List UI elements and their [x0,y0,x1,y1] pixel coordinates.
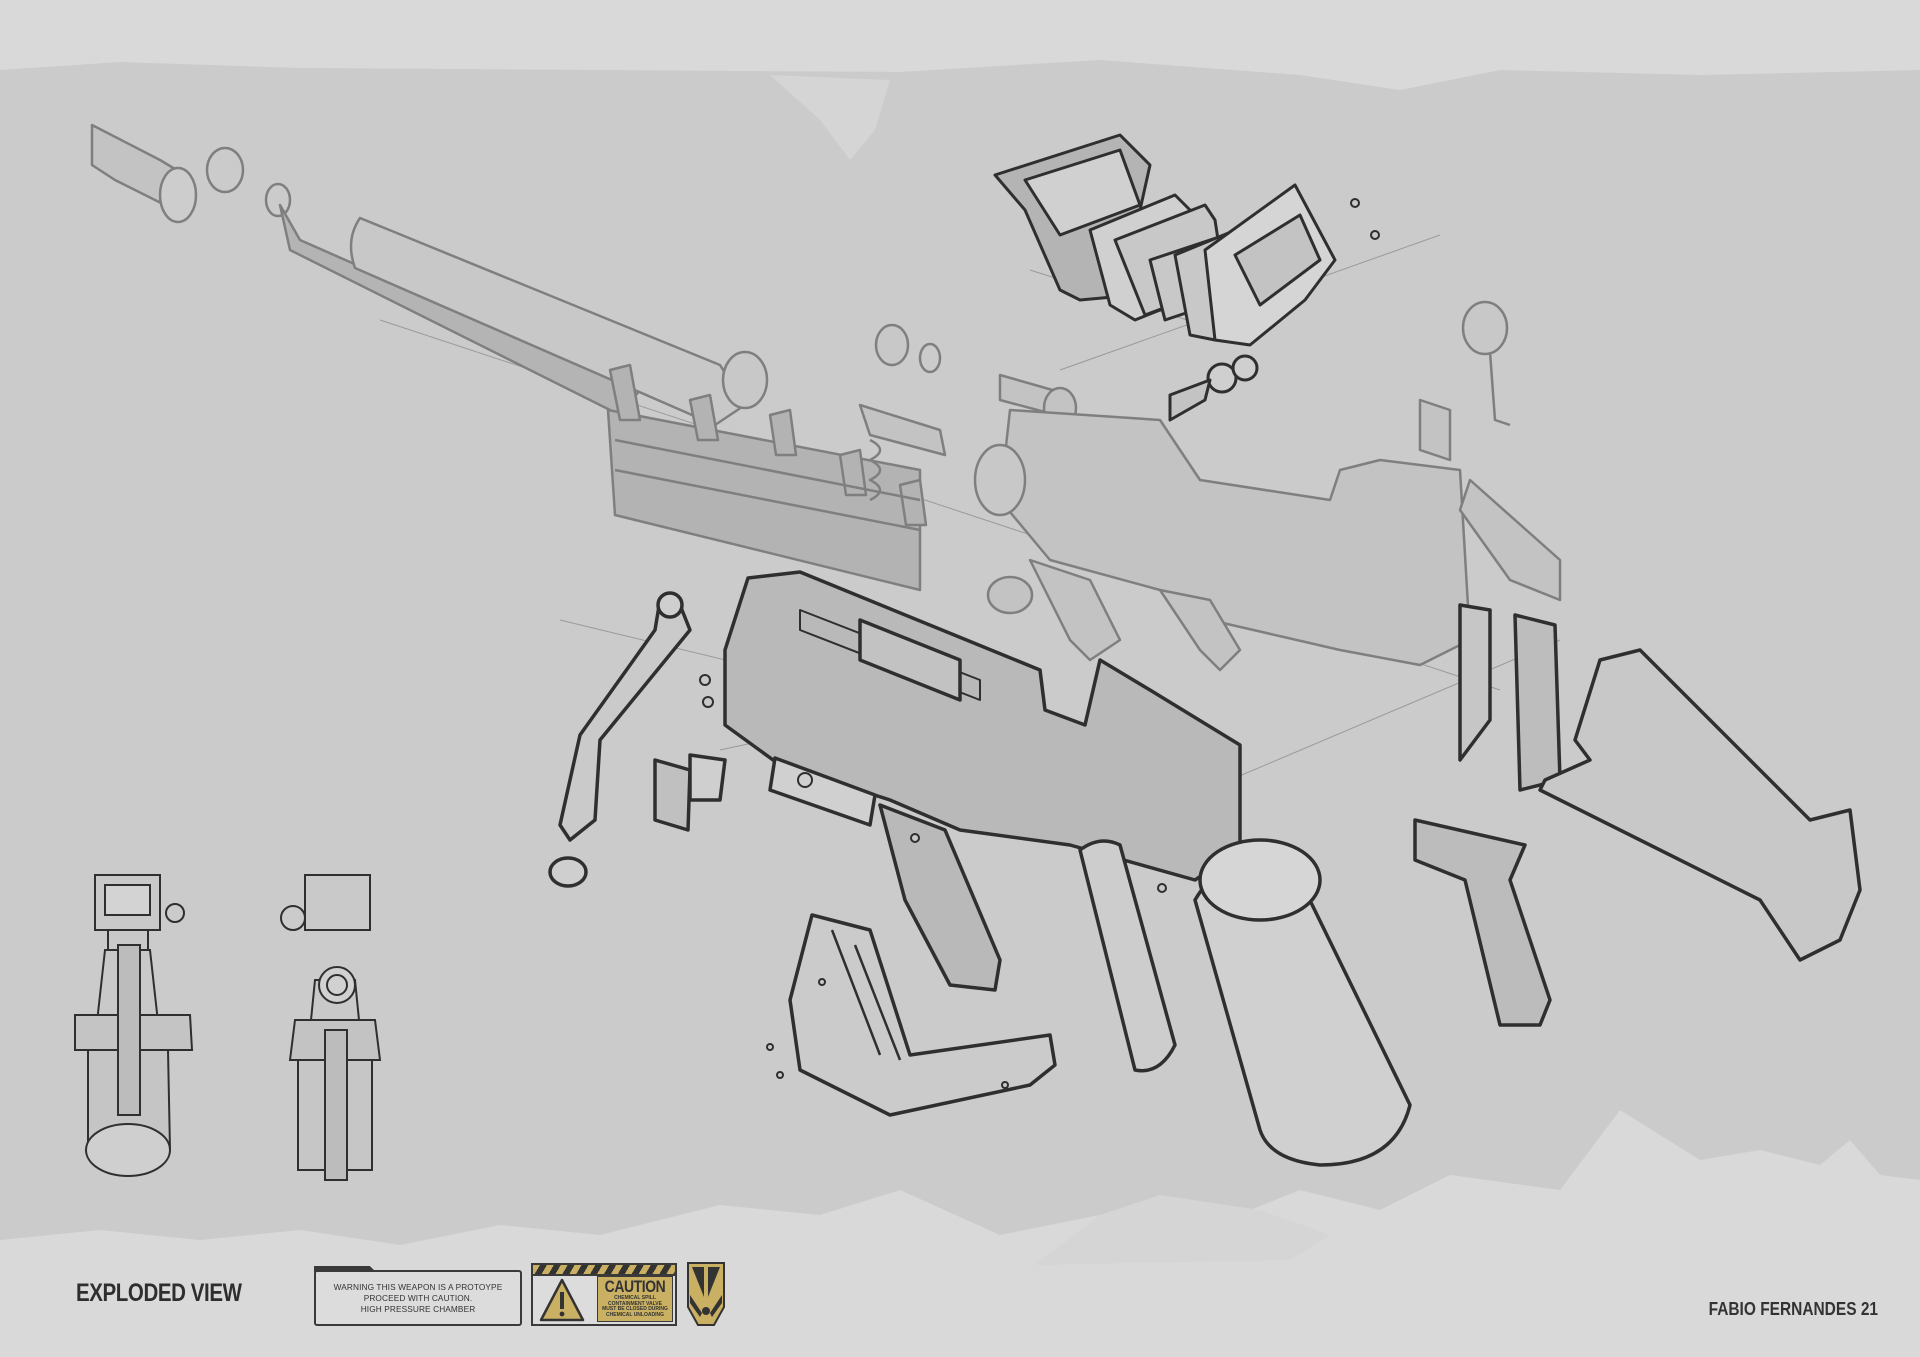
warning-triangle-icon [539,1278,585,1322]
gas-canister [1078,839,1177,1073]
pistol-grip [878,803,1002,992]
muzzle-ring [205,146,245,194]
magazine [1413,818,1552,1027]
caution-line-1: CHEMICAL SPILL [614,1295,656,1301]
circuit-board [1458,603,1492,762]
pressure-gauge [1461,300,1509,356]
side-panel [768,756,877,827]
hazard-stripes [533,1265,675,1276]
front-sight-ring [264,182,292,218]
caution-line-2: CONTAINMENT VALVE [608,1300,662,1307]
warning-label: WARNING THIS WEAPON IS A PROTOYPE PROCEE… [314,1270,522,1326]
author-signature: FABIO FERNANDES 21 [1708,1299,1878,1319]
rear-orthographic-view [280,874,382,1181]
trigger-guard-frame [788,913,1057,1117]
display-assembly [993,133,1337,422]
warning-line-2: PROCEED WITH CAUTION. [363,1292,473,1303]
caution-heading: CAUTION [604,1277,666,1296]
warning-line-1: WARNING THIS WEAPON IS A PROTOYPE [333,1281,503,1292]
caution-sign: CAUTION CHEMICAL SPILL CONTAINMENT VALVE… [531,1263,677,1326]
faction-shield-icon [687,1262,725,1326]
sheet-title: EXPLODED VIEW [76,1279,242,1307]
caution-line-4: CHEMICAL UNLOADING [606,1311,664,1318]
barrel-tube [349,216,747,427]
receiver-layer [548,570,1862,1167]
stock-adapter [1513,613,1562,792]
front-orthographic-view [74,874,194,1177]
barrel-cage-frame [606,363,928,592]
recoil-spring [858,403,947,457]
caution-panel: CAUTION CHEMICAL SPILL CONTAINMENT VALVE… [597,1276,673,1322]
front-grip-handle [558,598,692,842]
caution-line-3: MUST BE CLOSED DURING [602,1306,668,1313]
screws [699,198,1380,1089]
ghost-layer [90,123,1562,672]
warning-line-3: HIGH PRESSURE CHAMBER [360,1304,476,1315]
muzzle-cap [90,123,198,224]
stock [1538,648,1862,962]
